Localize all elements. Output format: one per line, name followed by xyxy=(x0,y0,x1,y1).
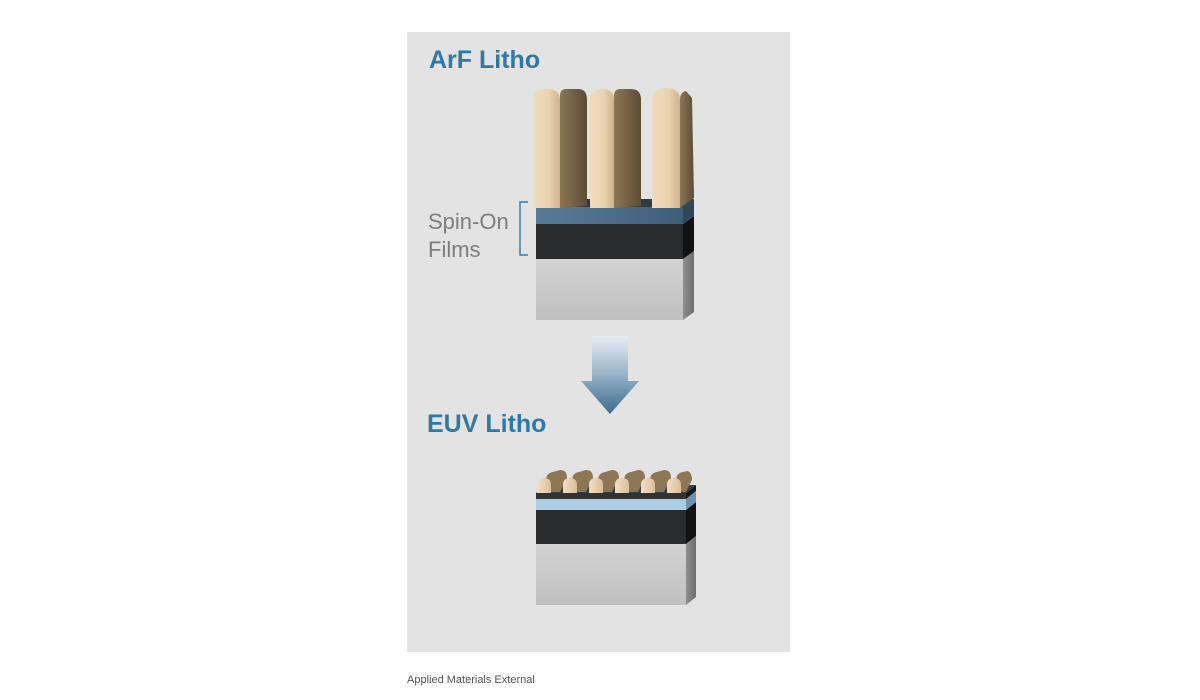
spin-on-label-line1: Spin-On xyxy=(428,209,509,234)
arf-stack xyxy=(519,88,694,320)
arf-substrate xyxy=(536,259,683,320)
arf-resist-line-1 xyxy=(533,89,587,208)
euv-resist-line xyxy=(537,470,567,493)
euv-resist-line xyxy=(667,471,692,493)
down-arrow-icon xyxy=(581,336,639,414)
euv-resist-line xyxy=(563,470,593,493)
arf-resist-line-2 xyxy=(590,89,641,208)
arf-litho-title: ArF Litho xyxy=(429,46,541,74)
arf-substrate-side xyxy=(683,251,694,320)
arf-dark-film xyxy=(536,224,683,259)
arf-dark-film-side xyxy=(683,216,694,259)
spin-on-label-line2: Films xyxy=(428,237,481,262)
euv-resist-line xyxy=(615,470,645,493)
euv-substrate-side xyxy=(686,536,696,605)
arf-resist-line-3 xyxy=(652,88,694,208)
euv-blue-film-side xyxy=(686,491,696,510)
euv-dark-film xyxy=(536,510,686,544)
euv-top-layer-side xyxy=(686,485,696,499)
footer-classification: Applied Materials External xyxy=(407,674,535,686)
euv-stack xyxy=(536,470,696,605)
euv-litho-title: EUV Litho xyxy=(427,410,547,438)
euv-resist-line xyxy=(641,470,671,493)
arf-blue-film xyxy=(536,207,683,224)
euv-dark-film-side xyxy=(686,502,696,544)
arf-blue-film-side xyxy=(683,199,694,224)
euv-substrate xyxy=(536,544,686,605)
euv-resist-line xyxy=(589,470,619,493)
euv-top-layer xyxy=(536,493,686,499)
euv-blue-film xyxy=(536,499,686,510)
euv-resist-lines xyxy=(537,470,692,493)
spin-on-bracket xyxy=(519,201,528,256)
